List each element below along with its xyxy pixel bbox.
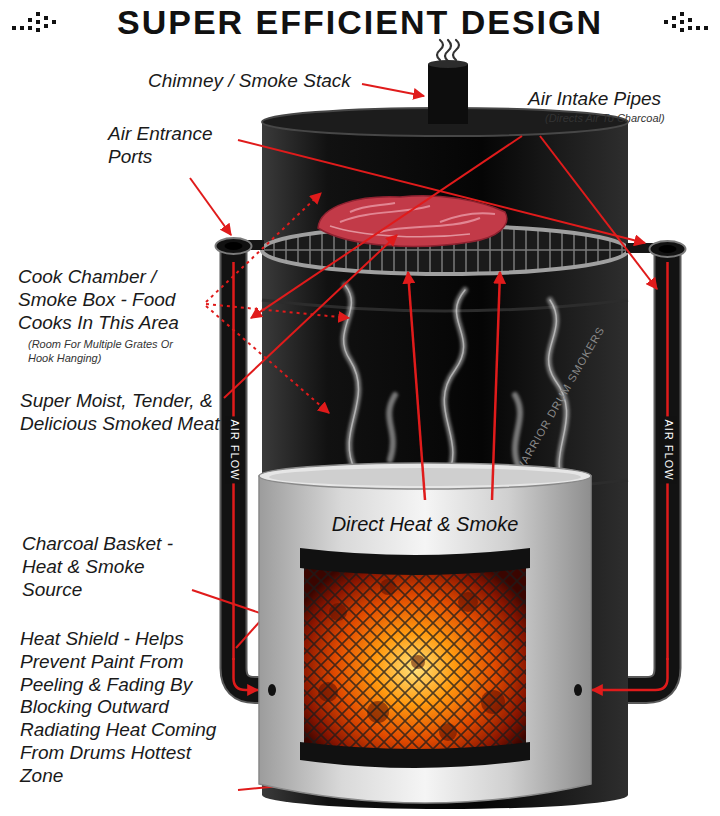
leader-line [238, 140, 645, 243]
air-hole [574, 684, 582, 696]
airflow-connector [592, 658, 668, 690]
leader-line [190, 178, 231, 235]
drum-handle [216, 238, 686, 257]
leader-line [224, 235, 397, 398]
chimney-smoke [453, 40, 459, 60]
title-decoration [20, 26, 24, 30]
meat [318, 196, 507, 247]
watermark: WARRIOR DRUM SMOKERS [512, 324, 607, 475]
meat [318, 196, 507, 247]
drum-handle [225, 242, 243, 250]
heat-arrow [492, 272, 500, 500]
title-decoration [12, 26, 16, 30]
smoke-wisps [444, 290, 465, 480]
chimney-smoke [445, 40, 451, 61]
drum-handle [659, 245, 677, 253]
title-decoration [36, 12, 40, 16]
dotted-leader-line [206, 306, 329, 413]
callout-label: Chimney / Smoke Stack [148, 70, 358, 93]
chimney [428, 60, 468, 124]
callout-label: Air Entrance Ports [108, 123, 233, 169]
title-decoration [36, 28, 40, 32]
title-decoration [28, 18, 32, 22]
callout-label: Super Moist, Tender, & Delicious Smoked … [20, 390, 220, 436]
callout-label: Air Intake Pipes [528, 88, 713, 111]
airflow-connector [234, 658, 259, 690]
charcoal-basket [300, 548, 530, 768]
air-intake-pipe: AIR FLOW [221, 258, 246, 658]
title-decoration [52, 20, 56, 24]
drum-handle [216, 238, 252, 254]
dotted-leader-line [206, 193, 321, 302]
title-decoration [664, 20, 668, 24]
title-decoration [680, 12, 684, 16]
smoke-wisps [389, 395, 395, 460]
title-decoration [696, 26, 700, 30]
heat-shield-shape [259, 463, 591, 489]
drum-handle [650, 241, 686, 257]
title-decoration [672, 24, 676, 28]
title-decoration [672, 16, 676, 20]
leader-line [540, 136, 657, 289]
smoke-wisps [344, 285, 359, 470]
heat-arrow [408, 272, 425, 500]
air-intake-pipe: AIR FLOW [655, 258, 680, 658]
node-text: Direct Heat & Smoke [258, 512, 592, 536]
callout-label: (Room For Multiple Grates Or Hook Hangin… [28, 338, 198, 366]
title-text: SUPER EFFICIENT DESIGN [117, 3, 603, 41]
callout-label: Heat Shield - Helps Prevent Paint From P… [20, 628, 230, 788]
title-decoration [28, 26, 32, 30]
title-decoration [44, 16, 48, 20]
title-decoration [704, 26, 708, 30]
dotted-leader-line [206, 304, 349, 318]
flow-label: AIR FLOW [659, 416, 676, 483]
air-hole [268, 684, 276, 696]
smoke-wisps [444, 290, 465, 480]
diagram-title: SUPER EFFICIENT DESIGN [0, 2, 720, 42]
chimney-smoke [437, 40, 459, 61]
chimney-smoke [437, 40, 443, 60]
title-decoration [688, 18, 692, 22]
flow-label: AIR FLOW [225, 416, 242, 483]
charcoal-basket [300, 548, 530, 575]
charcoal-basket [304, 558, 526, 759]
title-decoration [44, 24, 48, 28]
meat [330, 226, 470, 237]
chimney [428, 64, 468, 124]
charcoal-basket [304, 558, 526, 759]
callout-label: Charcoal Basket - Heat & Smoke Source [22, 533, 187, 601]
heat-arrow [408, 272, 500, 500]
dotted-leader-line [206, 193, 349, 413]
heat-shield: Direct Heat & Smoke [258, 462, 592, 810]
charcoal-basket [300, 742, 530, 768]
smoke-wisps [344, 285, 359, 470]
title-decoration [36, 20, 40, 24]
cooking-grate [262, 249, 628, 251]
title-decoration [680, 20, 684, 24]
leader-line [362, 84, 424, 96]
leader-line [251, 136, 522, 318]
heat-shield-shape [269, 468, 581, 486]
callout-label: Cook Chamber / Smoke Box - Food Cooks In… [18, 266, 198, 334]
title-decoration [688, 26, 692, 30]
callout-label: (Directs Air To Charcoal) [545, 112, 715, 126]
chimney [428, 60, 468, 68]
heat-shield-shape [259, 476, 591, 803]
title-decoration [680, 28, 684, 32]
